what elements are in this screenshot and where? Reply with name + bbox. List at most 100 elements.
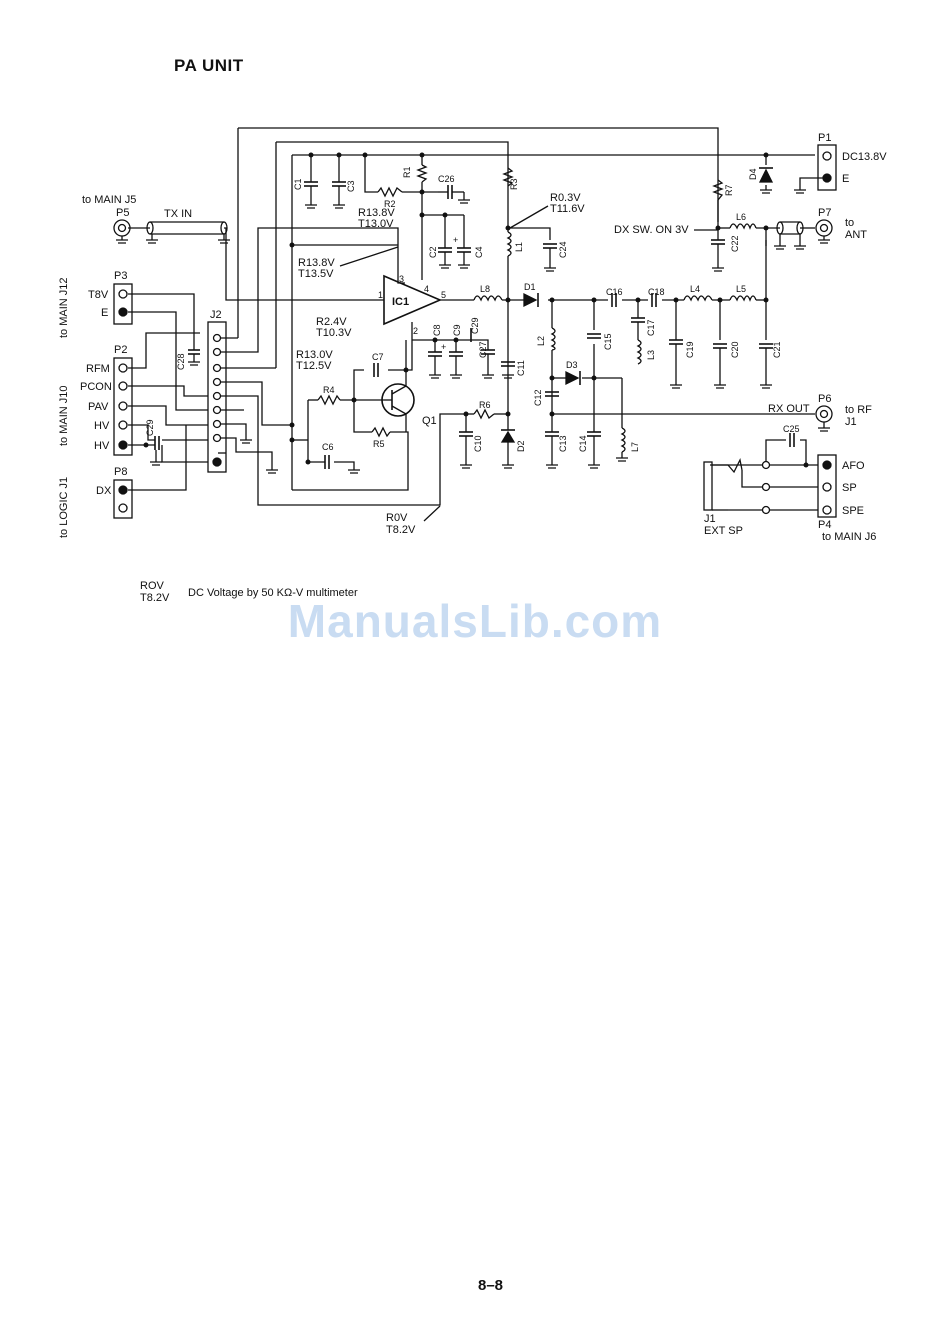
svg-text:to RF: to RF xyxy=(845,404,872,416)
svg-text:R13.8V: R13.8V xyxy=(298,257,335,269)
svg-text:SPE: SPE xyxy=(842,505,864,517)
svg-text:T12.5V: T12.5V xyxy=(296,360,332,372)
svg-text:Q1: Q1 xyxy=(422,415,437,427)
svg-text:P1: P1 xyxy=(818,132,831,144)
connector-p2: P2 RFM PCON PAV HV HV xyxy=(80,344,133,456)
svg-text:C10: C10 xyxy=(473,435,483,452)
diode-d4: D4 xyxy=(748,167,774,183)
svg-text:RX OUT: RX OUT xyxy=(768,403,810,415)
svg-text:R7: R7 xyxy=(724,184,734,196)
svg-text:R4: R4 xyxy=(323,385,335,395)
svg-text:C21: C21 xyxy=(772,341,782,358)
capacitor-c4: C4 xyxy=(457,240,484,265)
svg-text:T11.6V: T11.6V xyxy=(550,203,585,215)
page-title: PA UNIT xyxy=(174,56,244,75)
svg-text:C29: C29 xyxy=(145,419,155,436)
svg-text:HV: HV xyxy=(94,440,110,452)
inductor-l8 xyxy=(473,295,503,302)
svg-text:L4: L4 xyxy=(690,284,700,294)
capacitor-c11: C11 xyxy=(501,360,526,376)
capacitor-c14: C14 xyxy=(578,431,601,465)
svg-text:C26: C26 xyxy=(438,174,455,184)
capacitor-c23: C24 xyxy=(543,241,568,268)
svg-text:P7: P7 xyxy=(818,207,831,219)
connector-p7: P7 to ANT xyxy=(815,207,867,241)
inductors: L1 L2 L3 L4 L5 L6 L7 L8 xyxy=(473,212,757,453)
ground-symbols xyxy=(116,189,830,474)
svg-text:L3: L3 xyxy=(646,350,656,360)
svg-text:C14: C14 xyxy=(578,435,588,452)
svg-text:ANT: ANT xyxy=(845,229,867,241)
svg-text:D2: D2 xyxy=(516,440,526,452)
inductor-l6 xyxy=(729,223,757,230)
capacitor-c27: C28 xyxy=(176,349,200,370)
svg-text:R3: R3 xyxy=(509,178,519,190)
connector-p6: P6 to RF J1 RX OUT xyxy=(768,393,872,428)
svg-text:HV: HV xyxy=(94,420,110,432)
capacitor-c16: C16 xyxy=(606,287,623,307)
svg-text:5: 5 xyxy=(441,290,446,300)
svg-text:C13: C13 xyxy=(558,435,568,452)
capacitor-c26: C26C27 xyxy=(478,341,495,375)
svg-text:D3: D3 xyxy=(566,360,578,370)
svg-text:SP: SP xyxy=(842,482,857,494)
svg-text:PCON: PCON xyxy=(80,381,112,393)
coax-cables xyxy=(146,221,804,235)
svg-text:C24: C24 xyxy=(558,241,568,258)
legend-note: DC Voltage by 50 KΩ-V multimeter xyxy=(188,587,358,599)
svg-text:2: 2 xyxy=(413,326,418,336)
svg-text:C6: C6 xyxy=(322,442,334,452)
svg-text:R13.8V: R13.8V xyxy=(358,207,395,219)
svg-text:P6: P6 xyxy=(818,393,831,405)
svg-text:IC1: IC1 xyxy=(392,296,409,308)
svg-text:to: to xyxy=(845,217,854,229)
svg-text:to MAIN J5: to MAIN J5 xyxy=(82,194,136,206)
watermark: ManualsLib.com xyxy=(287,595,663,647)
capacitor-c6: C6 xyxy=(322,442,334,469)
svg-text:C4: C4 xyxy=(474,246,484,258)
svg-text:AFO: AFO xyxy=(842,460,865,472)
capacitor-c3: C3 xyxy=(332,155,356,205)
svg-text:to LOGIC J1: to LOGIC J1 xyxy=(58,477,70,538)
connector-p1: P1 DC13.8V E xyxy=(817,132,887,191)
svg-text:C7: C7 xyxy=(372,352,384,362)
svg-text:C9: C9 xyxy=(452,324,462,336)
connector-p8: P8 DX xyxy=(96,466,133,519)
svg-text:P5: P5 xyxy=(116,207,129,219)
svg-text:L7: L7 xyxy=(630,442,640,452)
connector-j1: J1 EXT SP xyxy=(703,458,771,537)
destination-labels: to MAIN J12 to MAIN J10 to LOGIC J1 xyxy=(58,277,70,538)
resistor-r2 xyxy=(377,186,403,198)
svg-text:C3: C3 xyxy=(346,180,356,192)
svg-text:E: E xyxy=(101,307,108,319)
capacitor-c15: C15 xyxy=(587,333,613,350)
svg-text:PAV: PAV xyxy=(88,401,109,413)
diode-d1: D1 xyxy=(523,282,539,308)
svg-text:P3: P3 xyxy=(114,270,127,282)
diodes: D1 D2 D3 D4 xyxy=(500,167,774,465)
capacitor-c17: C17 xyxy=(631,317,656,340)
svg-text:P8: P8 xyxy=(114,466,127,478)
capacitor-c19: C19 xyxy=(669,339,695,385)
svg-text:to MAIN J10: to MAIN J10 xyxy=(58,385,70,446)
connector-p4: AFO SP SPE P4 to MAIN J6 xyxy=(817,454,876,543)
connector-p5: P5 to MAIN J5 TX IN xyxy=(82,194,192,237)
inductor-l5 xyxy=(729,295,757,302)
legend-rx: ROV xyxy=(140,580,164,592)
inductor-l7 xyxy=(620,427,626,453)
svg-text:TX IN: TX IN xyxy=(164,208,192,220)
svg-text:J1: J1 xyxy=(845,416,857,428)
capacitor-c21: C21 xyxy=(759,341,782,385)
capacitor-c9: C9 xyxy=(449,324,463,375)
diode-d3: D3 xyxy=(565,360,581,386)
inductor-l2 xyxy=(550,327,556,351)
svg-text:C25: C25 xyxy=(783,424,800,434)
resistors: R1 R2 R3 R4 R5 R6 R7 xyxy=(317,164,734,449)
connector-j2: J2 xyxy=(207,309,227,473)
svg-text:T13.0V: T13.0V xyxy=(358,218,394,230)
svg-text:C19: C19 xyxy=(685,341,695,358)
svg-text:R2.4V: R2.4V xyxy=(316,316,347,328)
junction-dots xyxy=(143,152,809,468)
capacitor-c18: C18 xyxy=(648,287,665,307)
